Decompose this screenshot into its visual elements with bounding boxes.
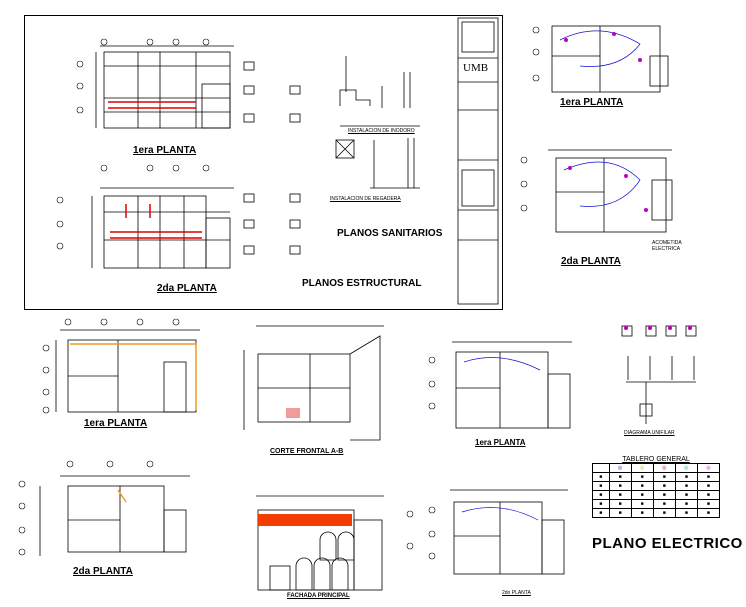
label-plano-electrico: PLANO ELECTRICO	[592, 535, 743, 552]
grid-axis-bubbles	[18, 26, 540, 560]
label-instalacion-inodoro: INSTALACION DE INODORO	[348, 128, 415, 134]
label-structural-plan-2: 2da PLANTA	[157, 283, 217, 294]
label-instalacion-regadera: INSTALACION DE REGADERA	[330, 196, 401, 202]
electrical-plan-2-bottom	[450, 489, 568, 575]
electrical-plan-2-top	[548, 149, 673, 233]
fachada-principal	[256, 495, 384, 591]
tablero-title: TABLERO GENERAL	[622, 456, 690, 463]
structural-plan-1	[95, 45, 234, 129]
tablero-table: ◎◎◎◎◎ ■■■■■■ ■■■■■■ ■■■■■■ ■■■■■■ ■■■■■■	[592, 463, 721, 518]
title-block-logo: UMB	[463, 62, 489, 74]
structural-plan-2	[91, 187, 234, 269]
electric-circuits	[461, 30, 641, 521]
label-corte-frontal: CORTE FRONTAL A-B	[270, 448, 344, 455]
label-electrical-top-1: 1era PLANTA	[560, 97, 624, 108]
corte-pink-block	[286, 408, 300, 418]
diagrama-unifilar	[621, 325, 697, 424]
label-arch-plan-2: 2da PLANTA	[73, 566, 133, 577]
tablero-general-legend: TABLERO GENERAL ◎◎◎◎◎ ■■■■■■ ■■■■■■ ■■■■…	[592, 456, 721, 518]
label-diagrama-unifilar: DIAGRAMA UNIFILAR	[624, 430, 675, 436]
magenta-outlets	[564, 32, 692, 330]
arch-plan-2	[39, 475, 190, 556]
title-block	[457, 17, 499, 305]
electrical-plan-1-top	[551, 25, 669, 93]
facade-roof-band	[258, 514, 352, 526]
label-fachada: FACHADA PRINCIPAL	[287, 593, 350, 599]
red-rebar-marks	[108, 101, 202, 239]
electrical-plan-1-bottom	[452, 341, 572, 429]
arch-plan-1	[55, 329, 200, 413]
label-electrical-bottom-2: 2do PLANTA	[502, 590, 531, 596]
label-arch-plan-1: 1era PLANTA	[84, 418, 148, 429]
label-planos-sanitarios: PLANOS SANITARIOS	[337, 228, 443, 239]
orange-wall-lines	[70, 343, 197, 503]
label-electrical-top-2: 2da PLANTA	[561, 256, 621, 267]
label-acometida: ACOMETIDA ELECTRICA	[652, 240, 682, 252]
label-structural-plan-1: 1era PLANTA	[133, 145, 197, 156]
label-electrical-bottom-1: 1era PLANTA	[475, 438, 526, 447]
corte-frontal	[243, 325, 384, 441]
footing-details	[243, 61, 301, 255]
label-planos-estructural: PLANOS ESTRUCTURAL	[302, 278, 422, 289]
sanitary-details	[335, 56, 420, 189]
